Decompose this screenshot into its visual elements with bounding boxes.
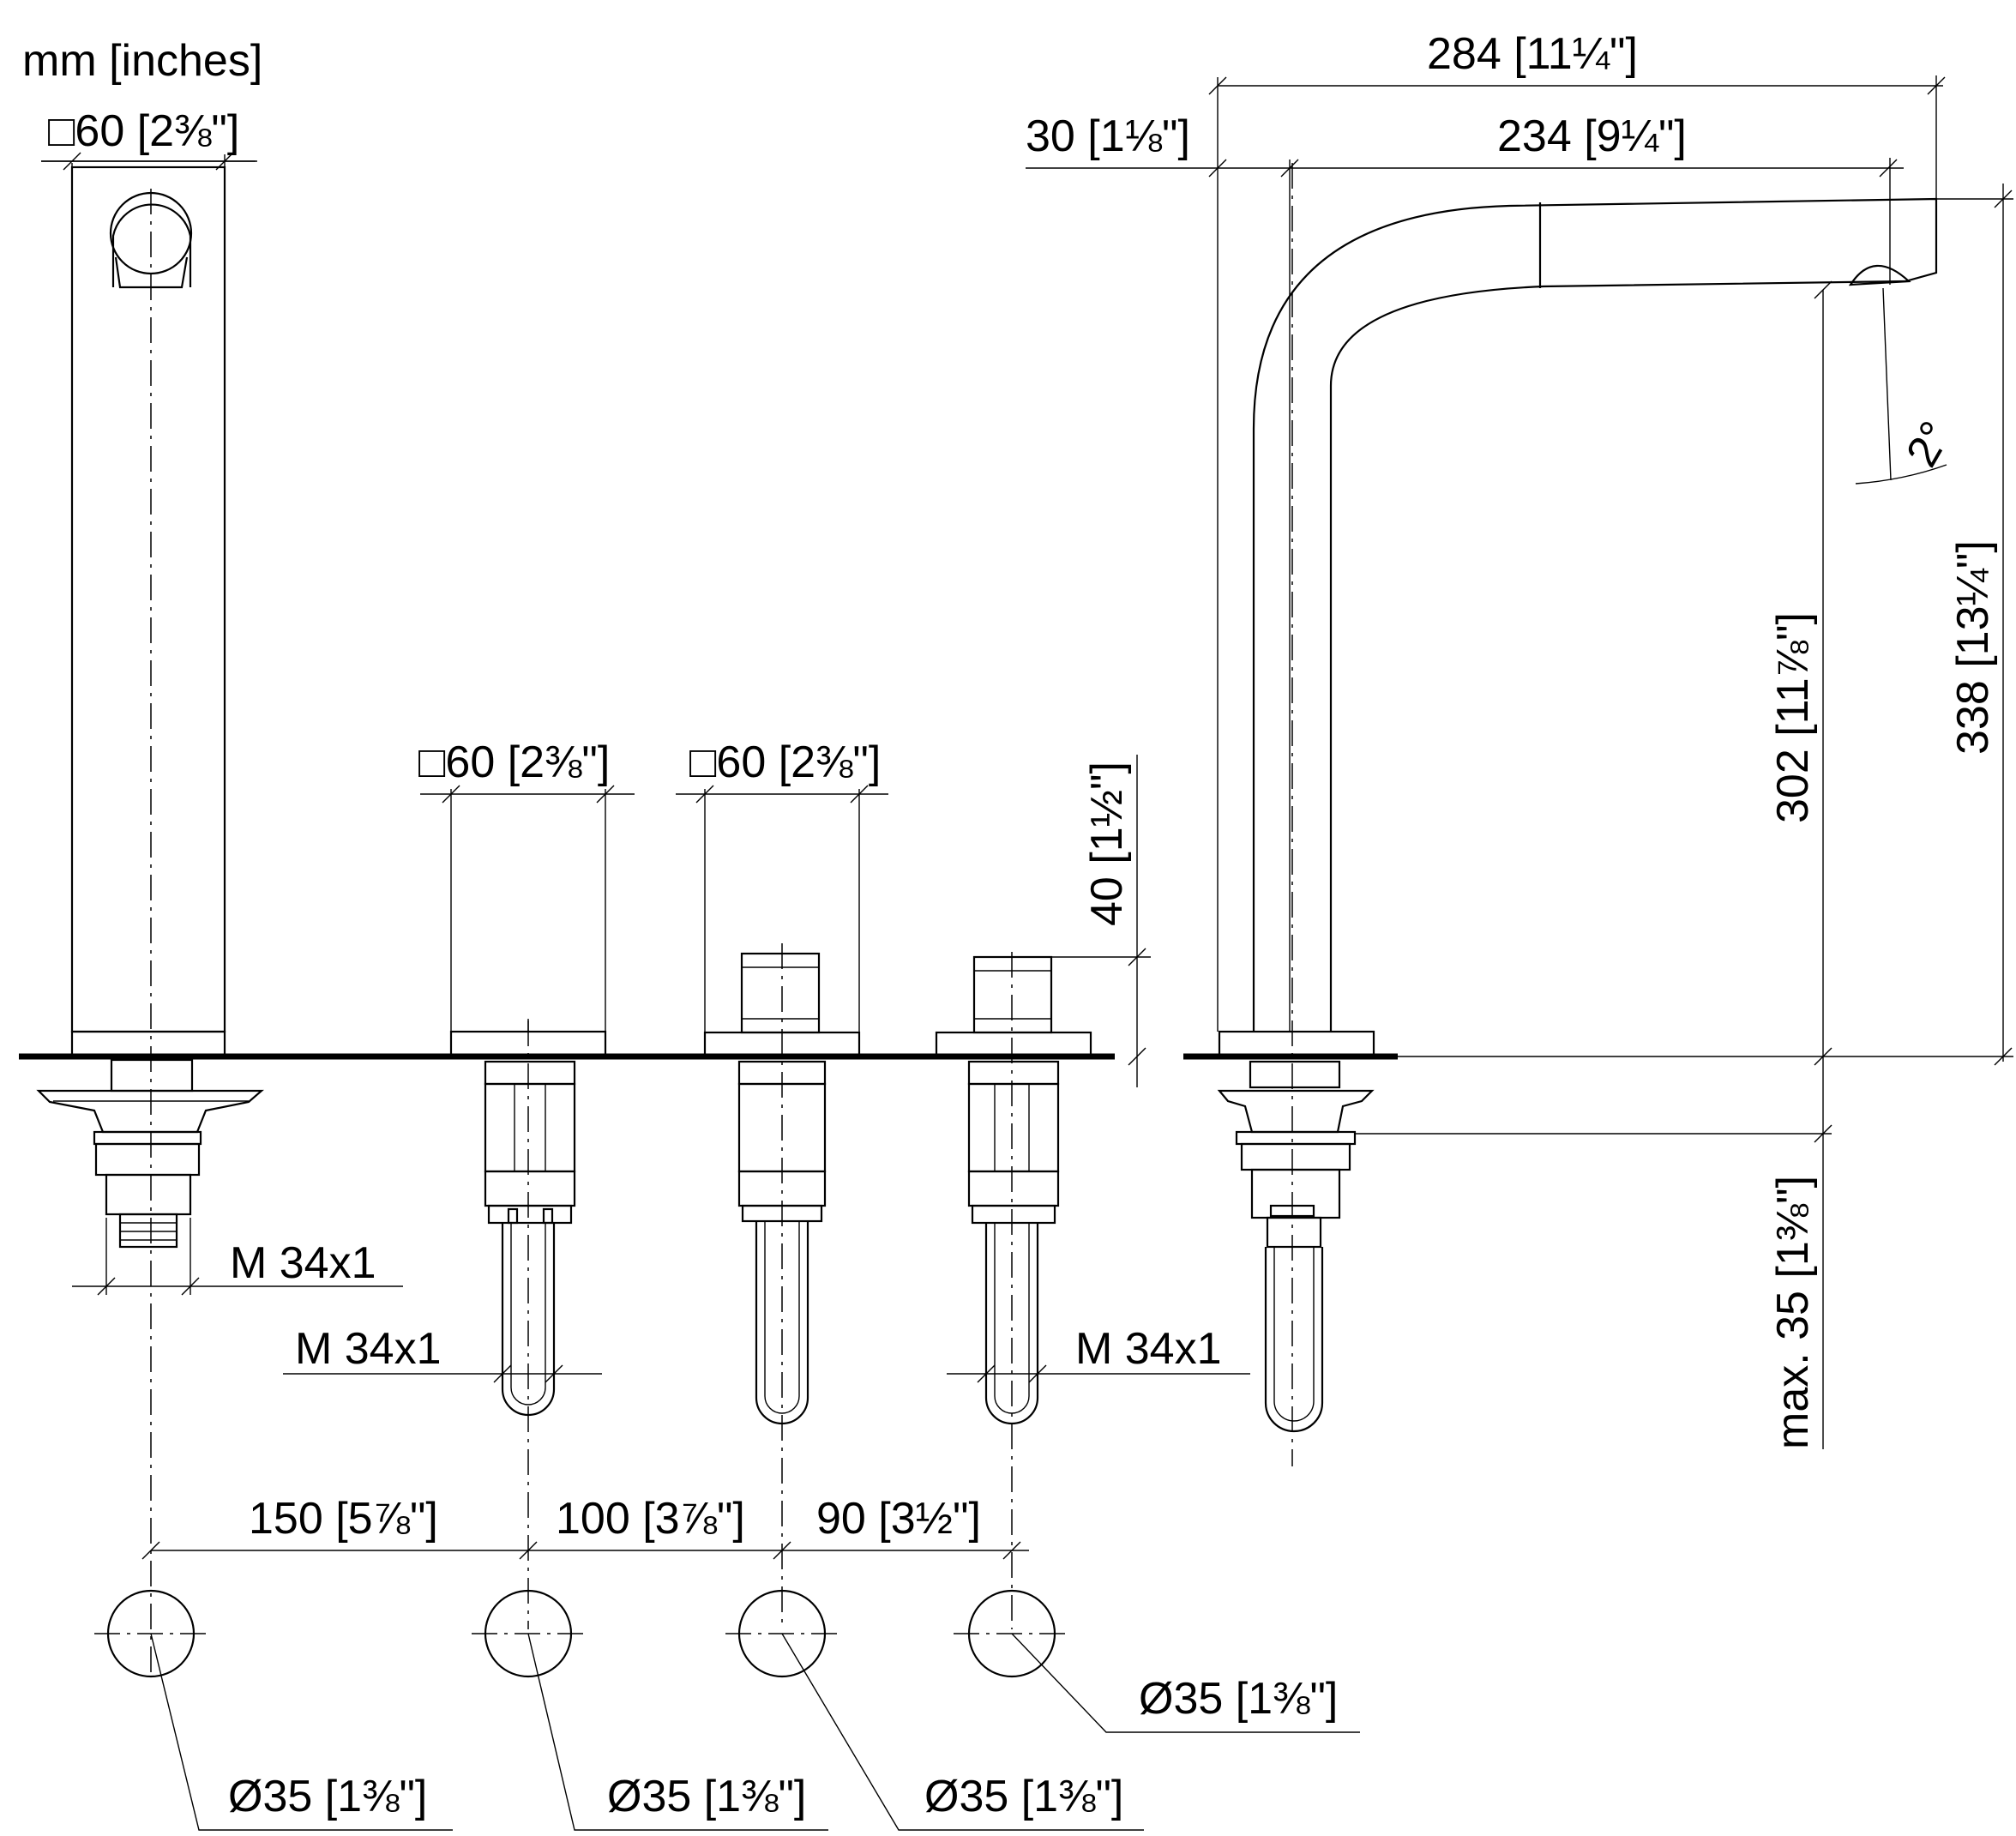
spout-height-total: 338 [13¼"] bbox=[1948, 540, 1998, 755]
spacing-90: 90 [3½"] bbox=[816, 1494, 981, 1544]
spout-offset: 30 [1⅛"] bbox=[1026, 111, 1190, 161]
units-label: mm [inches] bbox=[22, 36, 262, 86]
valve-square-1: □60 [2⅜"] bbox=[418, 737, 610, 787]
thread-label-2: M 34x1 bbox=[295, 1324, 442, 1374]
spacing-150: 150 [5⅞"] bbox=[249, 1494, 438, 1544]
spout-side-view bbox=[1217, 163, 1938, 1466]
valve-square-2: □60 [2⅜"] bbox=[689, 737, 881, 787]
valve-3 bbox=[935, 952, 1092, 1629]
dimension-lines bbox=[41, 75, 2013, 1831]
height-40-label: 40 [1½"] bbox=[1082, 761, 1132, 926]
thread-label-3: M 34x1 bbox=[1075, 1324, 1222, 1374]
thread-label-1: M 34x1 bbox=[230, 1238, 376, 1288]
spout-max-deck: max. 35 [1⅜"] bbox=[1768, 1176, 1818, 1449]
hole-label-3: Ø35 [1⅜"] bbox=[924, 1772, 1123, 1821]
spout-height-outlet: 302 [11⅞"] bbox=[1768, 612, 1818, 823]
spacing-100: 100 [3⅞"] bbox=[556, 1494, 745, 1544]
hole-label-1: Ø35 [1⅜"] bbox=[228, 1772, 427, 1821]
hole-circles bbox=[94, 1589, 1070, 1678]
top-square-label: □60 [2⅜"] bbox=[48, 106, 239, 156]
spout-projection: 234 [9¼"] bbox=[1497, 111, 1687, 161]
valve-1 bbox=[449, 1019, 607, 1629]
spout-projection-total: 284 [11¼"] bbox=[1427, 29, 1638, 79]
hole-label-4: Ø35 [1⅜"] bbox=[1139, 1674, 1338, 1724]
hole-label-2: Ø35 [1⅜"] bbox=[607, 1772, 806, 1821]
spout-angle: 2° bbox=[1897, 413, 1961, 475]
valve-2 bbox=[703, 943, 861, 1629]
